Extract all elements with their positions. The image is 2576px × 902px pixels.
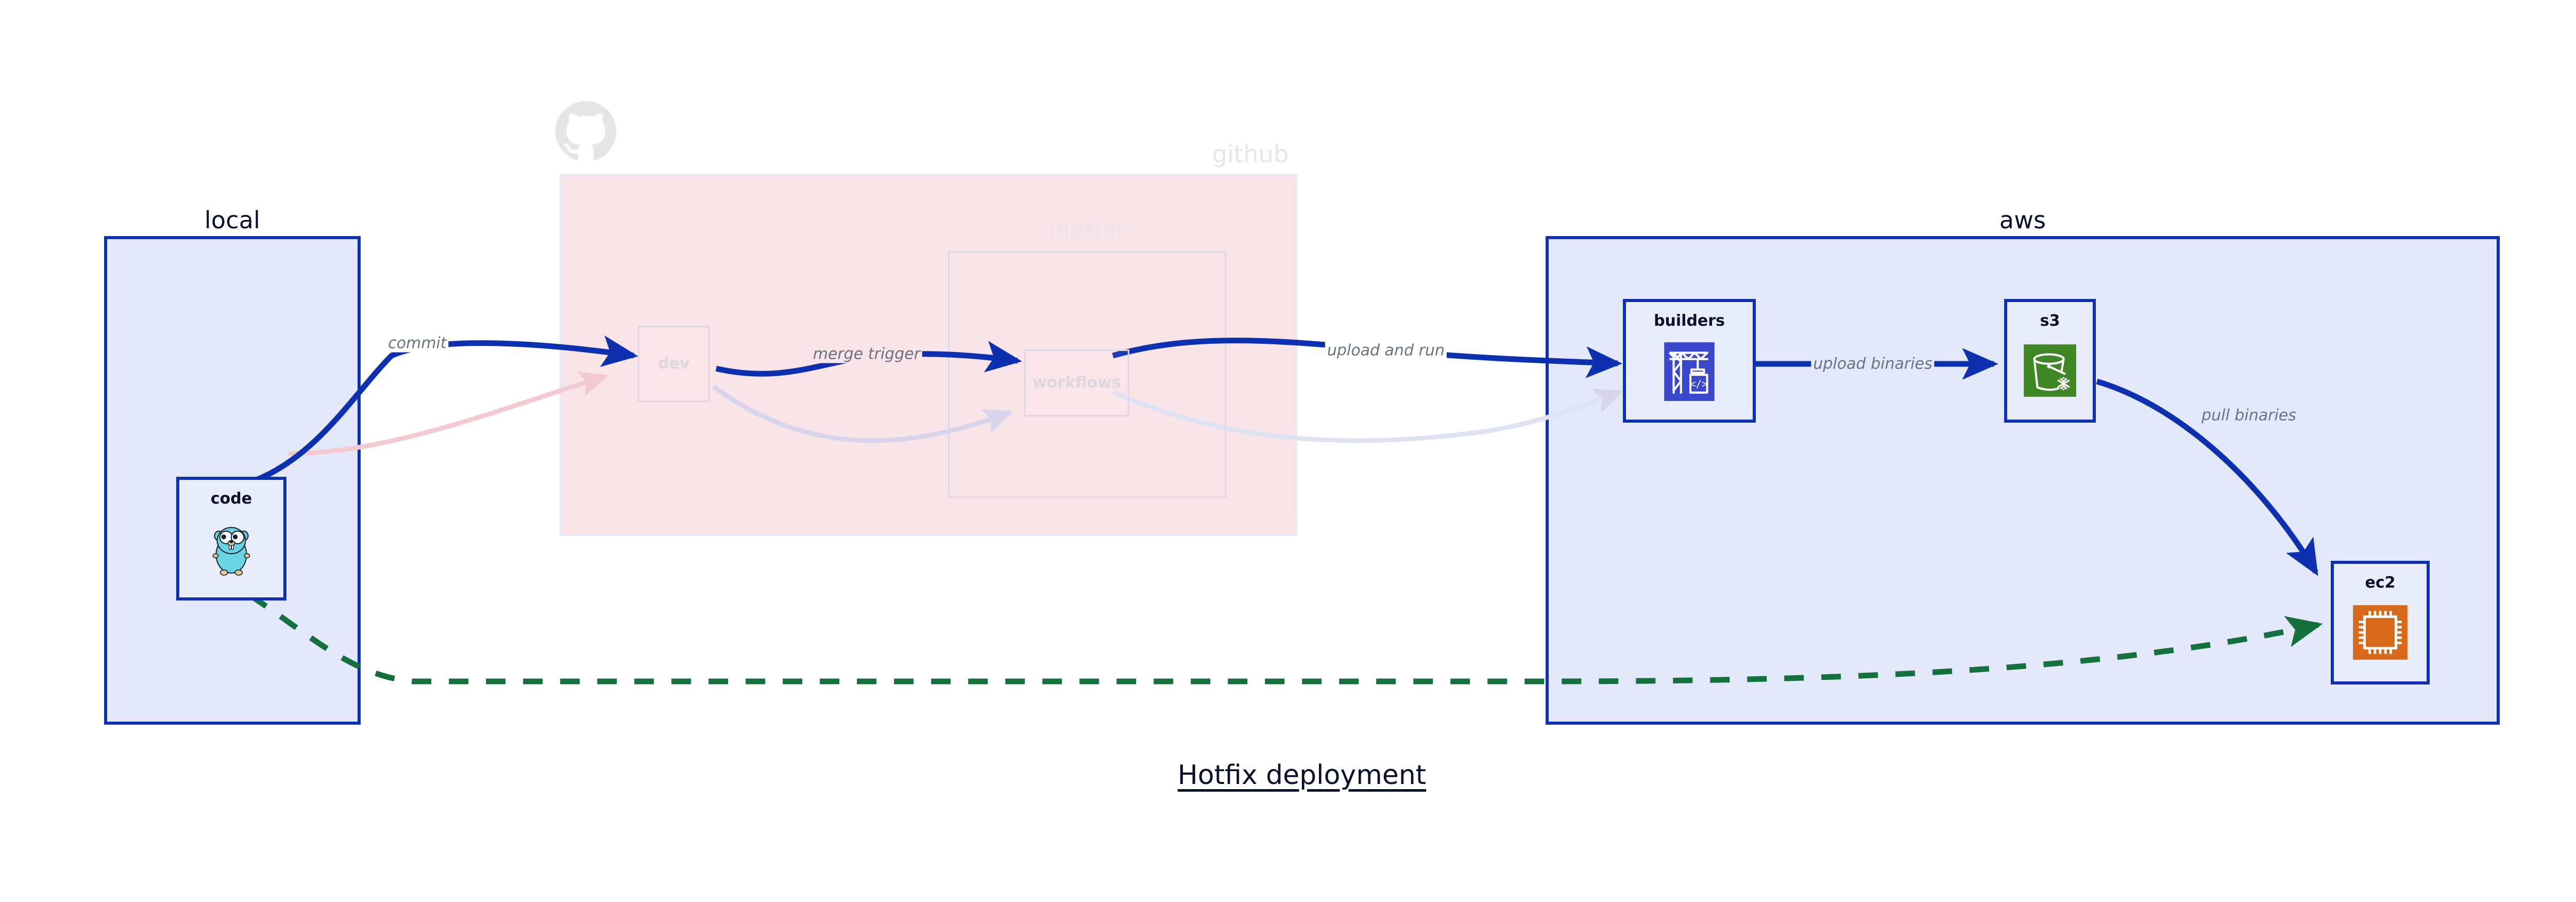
- edge-label-upload-binaries: upload binaries: [1811, 355, 1935, 373]
- cluster-title-aws: aws: [1999, 206, 2046, 234]
- aws-ec2-chip-icon: [2353, 605, 2408, 660]
- cluster-title-local: local: [204, 206, 261, 234]
- edge-pull-binaries: [2096, 378, 2318, 576]
- edge-hotfix-dashed: [248, 593, 2323, 684]
- node-workflows[interactable]: workflows: [1024, 349, 1129, 416]
- node-workflows-label: workflows: [1032, 374, 1121, 392]
- node-builders[interactable]: builders </>: [1623, 299, 1756, 423]
- edge-label-pull-binaries: pull binaries: [2199, 406, 2298, 425]
- node-s3-label: s3: [2040, 312, 2060, 330]
- cluster-title-github: github: [1212, 140, 1289, 168]
- node-dev-label: dev: [658, 355, 690, 373]
- edge-label-merge-trigger: merge trigger: [810, 345, 923, 363]
- node-s3[interactable]: s3: [2004, 299, 2096, 423]
- node-code-label: code: [210, 490, 252, 508]
- edge-label-commit: commit: [386, 334, 449, 353]
- diagram-caption: Hotfix deployment: [1177, 760, 1427, 791]
- node-dev[interactable]: dev: [638, 326, 710, 402]
- node-ec2[interactable]: ec2: [2331, 561, 2430, 684]
- cluster-master: [948, 252, 1226, 498]
- github-logo-icon: [555, 101, 616, 161]
- edge-commit: [256, 335, 638, 482]
- aws-s3-bucket-icon: [2024, 344, 2076, 397]
- node-builders-label: builders: [1654, 312, 1725, 330]
- cluster-title-master: master: [1048, 216, 1126, 242]
- node-code[interactable]: code: [176, 477, 286, 600]
- edge-ghost-dev-workflows: [712, 385, 1013, 443]
- edge-ghost-workflows-builders: [1112, 389, 1624, 443]
- edge-label-upload-and-run: upload and run: [1325, 341, 1447, 360]
- edge-ghost-code-dev: [288, 371, 609, 456]
- aws-codebuild-icon: </>: [1664, 342, 1715, 401]
- node-ec2-label: ec2: [2365, 574, 2396, 592]
- go-gopher-icon: [212, 527, 250, 576]
- svg-text:</>: </>: [1690, 378, 1708, 390]
